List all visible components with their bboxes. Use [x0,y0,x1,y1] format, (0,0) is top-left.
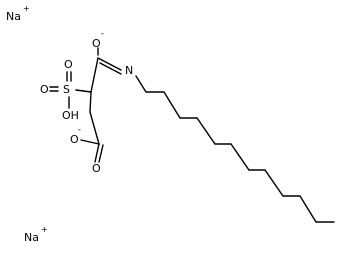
carboxylate-oxygen-minus-charge: - [78,125,81,134]
carboxylate-oxygen-minus-label: O [70,133,79,146]
bond-alpha-ch2 [89,91,92,113]
carboxylate-oxygen-minus: O - [70,125,81,146]
sodium-ion-bottom-label: Na [24,231,39,244]
sodium-ion-top: Na + [6,4,30,23]
sodium-ion-bottom: Na + [24,225,48,244]
bond-alpha-s [75,89,92,93]
sodium-ion-top-label: Na [6,10,21,23]
amide-nitrogen-label: N [125,64,133,77]
bond-ch2-carboxyl-c [89,111,100,145]
carboxylate-oxygen-double-label: O [92,162,101,175]
bond-carboxyl-c-o-double-1 [94,143,100,163]
sulfur-label: S [63,83,70,96]
bond-carbonyl-c-n-1 [97,57,122,71]
bond-carbonyl-c-n-2 [99,62,122,75]
bond-carboxyl-c-o-minus [80,139,100,145]
sulfonyl-oxygen-top-label: O [64,58,73,71]
sodium-ion-top-charge: + [23,4,30,13]
bond-carboxyl-c-o-double-2 [98,144,104,163]
bond-carbonyl-c-alpha [90,57,99,93]
carbonyl-oxygen-label: O [92,37,101,50]
sulfonate-hydroxyl-label: OH [62,109,79,122]
bond-dodecyl-chain [135,75,335,223]
carbonyl-oxygen-charge: - [101,29,104,38]
sulfonyl-oxygen-left-label: O [40,83,49,96]
carbonyl-oxygen: O - [92,29,104,50]
sodium-ion-bottom-charge: + [41,225,48,234]
